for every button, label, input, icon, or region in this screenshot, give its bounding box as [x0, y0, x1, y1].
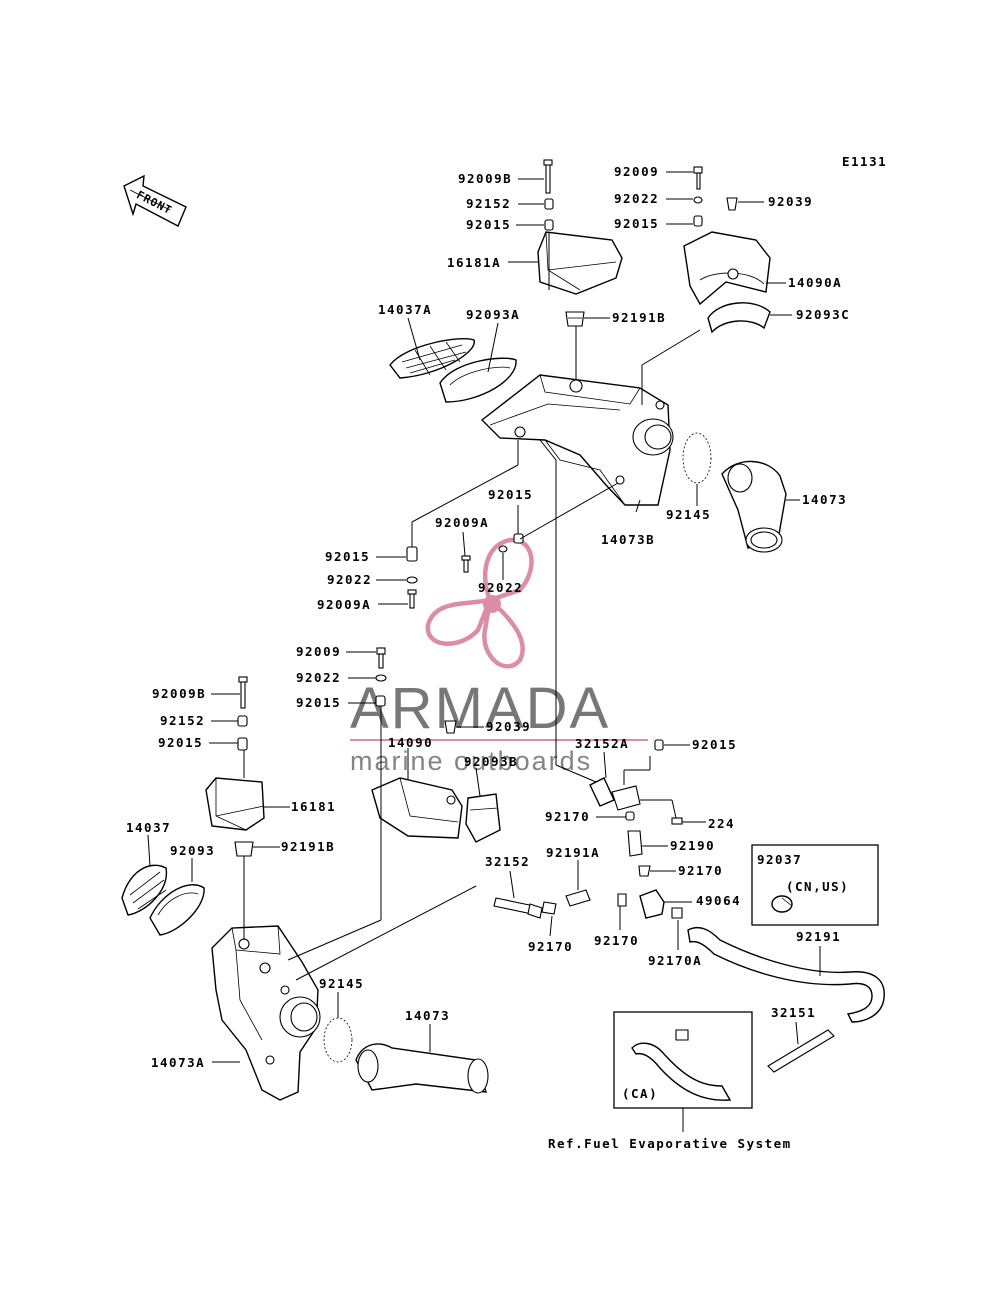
part-number-label: 92015 — [488, 487, 533, 502]
propeller-logo-icon — [425, 537, 534, 669]
part-number-label: 92170A — [648, 953, 702, 968]
part-number-label: 92145 — [666, 507, 711, 522]
part-number-label: 32152 — [485, 854, 530, 869]
part-labels: 92009B 92152 92015 16181A 92009 92022 92015 920… — [126, 164, 850, 1070]
part-number-label: 92093C — [796, 307, 850, 322]
region-label-cn-us: (CN,US) — [786, 879, 849, 894]
part-number-label: 92093 — [170, 843, 215, 858]
part-number-label: 14090 — [388, 735, 433, 750]
part-number-label: 92191 — [796, 929, 841, 944]
part-number-label: 92015 — [614, 216, 659, 231]
part-number-label: 14073B — [601, 532, 655, 547]
part-number-label: 92009 — [296, 644, 341, 659]
front-arrow-icon: FRONT — [123, 174, 187, 227]
part-number-label: 14073 — [802, 492, 847, 507]
part-number-label: 92009B — [152, 686, 206, 701]
leader-lines — [147, 171, 821, 1063]
part-number-label: 92015 — [325, 549, 370, 564]
watermark-brand: ARMADA — [350, 676, 610, 741]
part-number-label: 92039 — [486, 719, 531, 734]
part-number-label: 92191A — [546, 845, 600, 860]
part-number-label: 224 — [708, 816, 735, 831]
part-number-label: 92009B — [458, 171, 512, 186]
part-number-label: 14037 — [126, 820, 171, 835]
part-number-label: 92170 — [678, 863, 723, 878]
part-number-label: 92022 — [327, 572, 372, 587]
part-number-label: 92190 — [670, 838, 715, 853]
lower-air-box-assembly — [121, 647, 885, 1101]
part-number-label: 92009A — [317, 597, 371, 612]
part-number-label: 14073A — [151, 1055, 205, 1070]
part-number-label: 92152 — [160, 713, 205, 728]
upper-air-box-assembly — [389, 159, 787, 609]
part-number-label: 92009 — [614, 164, 659, 179]
region-label-ca: (CA) — [622, 1086, 658, 1101]
part-number-label: 49064 — [696, 893, 741, 908]
part-number-label: 92170 — [545, 809, 590, 824]
part-number-label: 92039 — [768, 194, 813, 209]
watermark-tagline: marine outboards — [350, 746, 592, 776]
region-box-cn-us — [751, 844, 879, 926]
part-number-label: 32152A — [575, 736, 629, 751]
part-number-label: 16181A — [447, 255, 501, 270]
part-number-label: 92022 — [296, 670, 341, 685]
part-number-label: 32151 — [771, 1005, 816, 1020]
diagram-code: E1131 — [842, 154, 887, 169]
reference-text: Ref.Fuel Evaporative System — [548, 1136, 792, 1151]
part-number-label: 92093A — [466, 307, 520, 322]
part-number-label: 92170 — [528, 939, 573, 954]
part-number-label: 92145 — [319, 976, 364, 991]
part-number-label: 92191B — [281, 839, 335, 854]
part-number-label: 92191B — [612, 310, 666, 325]
part-number-label: 14037A — [378, 302, 432, 317]
part-number-label: 14090A — [788, 275, 842, 290]
part-number-label: 92015 — [466, 217, 511, 232]
part-number-label: 92022 — [478, 580, 523, 595]
part-number-label: 92152 — [466, 196, 511, 211]
part-number-label: 92015 — [296, 695, 341, 710]
part-number-label: 14073 — [405, 1008, 450, 1023]
part-number-label: 92015 — [692, 737, 737, 752]
part-number-label: 92015 — [158, 735, 203, 750]
part-number-label: 16181 — [291, 799, 336, 814]
part-number-label: 92009A — [435, 515, 489, 530]
part-number-label: 92037 — [757, 852, 802, 867]
watermark: ARMADA marine outboards — [350, 537, 648, 776]
part-number-label: 92170 — [594, 933, 639, 948]
part-number-label: 92022 — [614, 191, 659, 206]
part-number-label: 92093B — [464, 754, 518, 769]
